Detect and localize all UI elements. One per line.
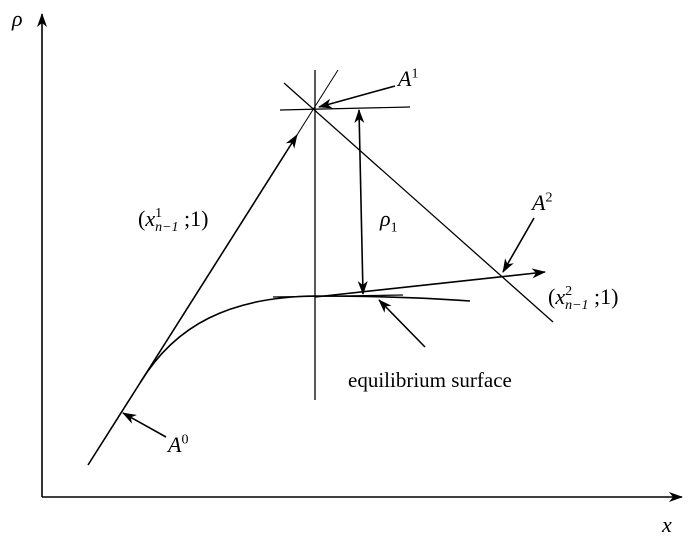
- rho1-base: ρ: [380, 206, 391, 231]
- a1-base: A: [398, 66, 412, 91]
- vec1-base: x: [145, 206, 156, 231]
- x-axis-label: x: [662, 512, 672, 537]
- vec1-rest: ;1): [178, 206, 209, 231]
- equilibrium-pointer: [378, 299, 426, 348]
- vec1-sub: n−1: [155, 219, 179, 235]
- a2-base: A: [532, 190, 546, 215]
- vec2-base: x: [555, 284, 566, 309]
- tangent-vector-1: [139, 134, 298, 384]
- a2-pointer: [502, 217, 535, 273]
- tangent-vector-1-ext: [296, 69, 339, 136]
- a1-sup: 1: [411, 66, 419, 82]
- horizontal-tangent: [272, 294, 404, 298]
- y-axis-label: ρ: [12, 6, 23, 31]
- label-equilibrium-surface: equilibrium surface: [348, 368, 512, 392]
- vec2-open: (: [548, 284, 556, 309]
- label-a0: A0: [168, 432, 188, 458]
- vec2-sub: n−1: [565, 297, 589, 313]
- vec1-sup: 1: [155, 205, 163, 221]
- vec2-rest: ;1): [588, 284, 619, 309]
- a1-pointer: [318, 85, 396, 109]
- a0-sup: 0: [181, 432, 189, 448]
- label-a2: A2: [532, 190, 552, 216]
- vec2-sup: 2: [565, 283, 573, 299]
- tangent-vector-2: [314, 268, 546, 298]
- label-rho1: ρ1: [380, 206, 398, 236]
- vec1-open: (: [138, 206, 146, 231]
- a0-base: A: [168, 432, 182, 457]
- a0-pointer: [122, 412, 167, 438]
- a2-sup: 2: [545, 190, 553, 206]
- horizontal-line-a1: [279, 106, 411, 111]
- label-a1: A1: [398, 66, 418, 92]
- diagonal-line: [283, 82, 554, 323]
- rho1-double-arrow: [354, 109, 368, 295]
- rho1-sub: 1: [390, 220, 398, 236]
